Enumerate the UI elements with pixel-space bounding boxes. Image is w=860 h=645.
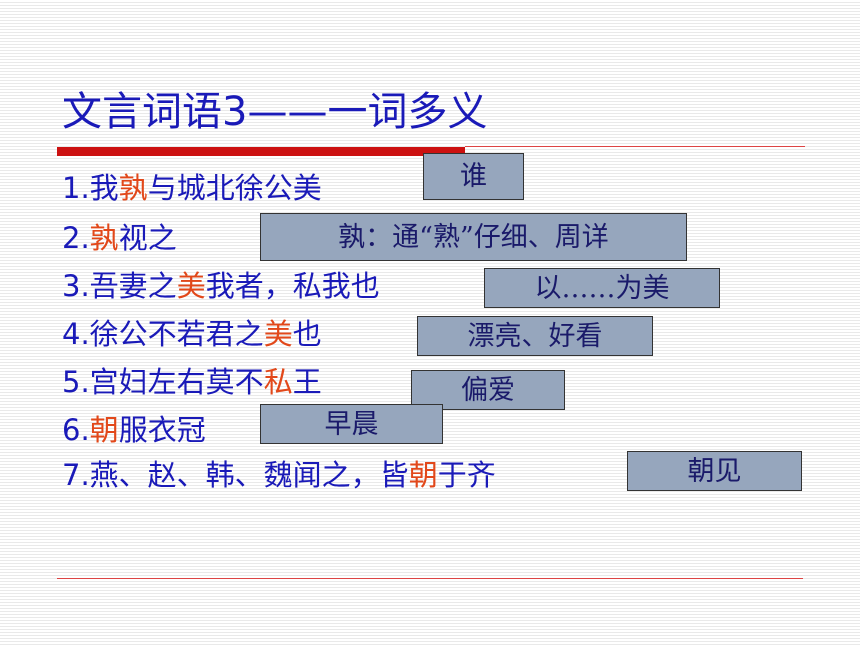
- line-number: 6.: [62, 413, 90, 447]
- sentence-line-3: 3.吾妻之美我者，私我也: [62, 266, 380, 306]
- line-number: 4.: [62, 317, 90, 351]
- answer-box-3: 以……为美: [484, 268, 720, 308]
- answer-box-5: 偏爱: [411, 370, 565, 410]
- text-after: 与城北徐公美: [147, 171, 322, 205]
- line-number: 5.: [62, 365, 90, 399]
- highlight-word: 私: [263, 365, 293, 399]
- answer-box-6: 早晨: [260, 404, 443, 444]
- text-before: 我: [89, 171, 119, 205]
- line-number: 7.: [62, 458, 90, 492]
- text-after: 王: [292, 365, 322, 399]
- text-before: 徐公不若君之: [89, 317, 264, 351]
- text-before: 燕、赵、韩、魏闻之，皆: [89, 458, 409, 492]
- sentence-line-4: 4.徐公不若君之美也: [62, 314, 322, 354]
- answer-box-7: 朝见: [627, 451, 802, 491]
- title-rule-line: [465, 146, 805, 147]
- highlight-word: 朝: [89, 413, 119, 447]
- sentence-line-1: 1.我孰与城北徐公美: [62, 168, 322, 208]
- answer-box-4: 漂亮、好看: [417, 316, 653, 356]
- text-after: 我者，私我也: [205, 269, 380, 303]
- slide-title: 文言词语3——一词多义: [62, 89, 488, 135]
- line-number: 1.: [62, 171, 90, 205]
- text-before: 吾妻之: [89, 269, 177, 303]
- highlight-word: 朝: [408, 458, 438, 492]
- text-after: 服衣冠: [118, 413, 206, 447]
- text-before: 宫妇左右莫不: [89, 365, 264, 399]
- sentence-line-2: 2.孰视之: [62, 218, 177, 258]
- line-number: 3.: [62, 269, 90, 303]
- text-after: 视之: [118, 221, 177, 255]
- sentence-line-5: 5.宫妇左右莫不私王: [62, 362, 322, 402]
- title-underline-bar: [57, 147, 465, 156]
- footer-rule-line: [57, 578, 803, 579]
- sentence-line-6: 6.朝服衣冠: [62, 410, 206, 450]
- highlight-word: 美: [263, 317, 293, 351]
- text-after: 也: [292, 317, 322, 351]
- sentence-line-7: 7.燕、赵、韩、魏闻之，皆朝于齐: [62, 455, 496, 495]
- text-after: 于齐: [437, 458, 496, 492]
- highlight-word: 孰: [89, 221, 119, 255]
- highlight-word: 孰: [118, 171, 148, 205]
- line-number: 2.: [62, 221, 90, 255]
- answer-box-2: 孰：通“熟”仔细、周详: [260, 213, 687, 261]
- answer-box-1: 谁: [423, 153, 524, 200]
- highlight-word: 美: [176, 269, 206, 303]
